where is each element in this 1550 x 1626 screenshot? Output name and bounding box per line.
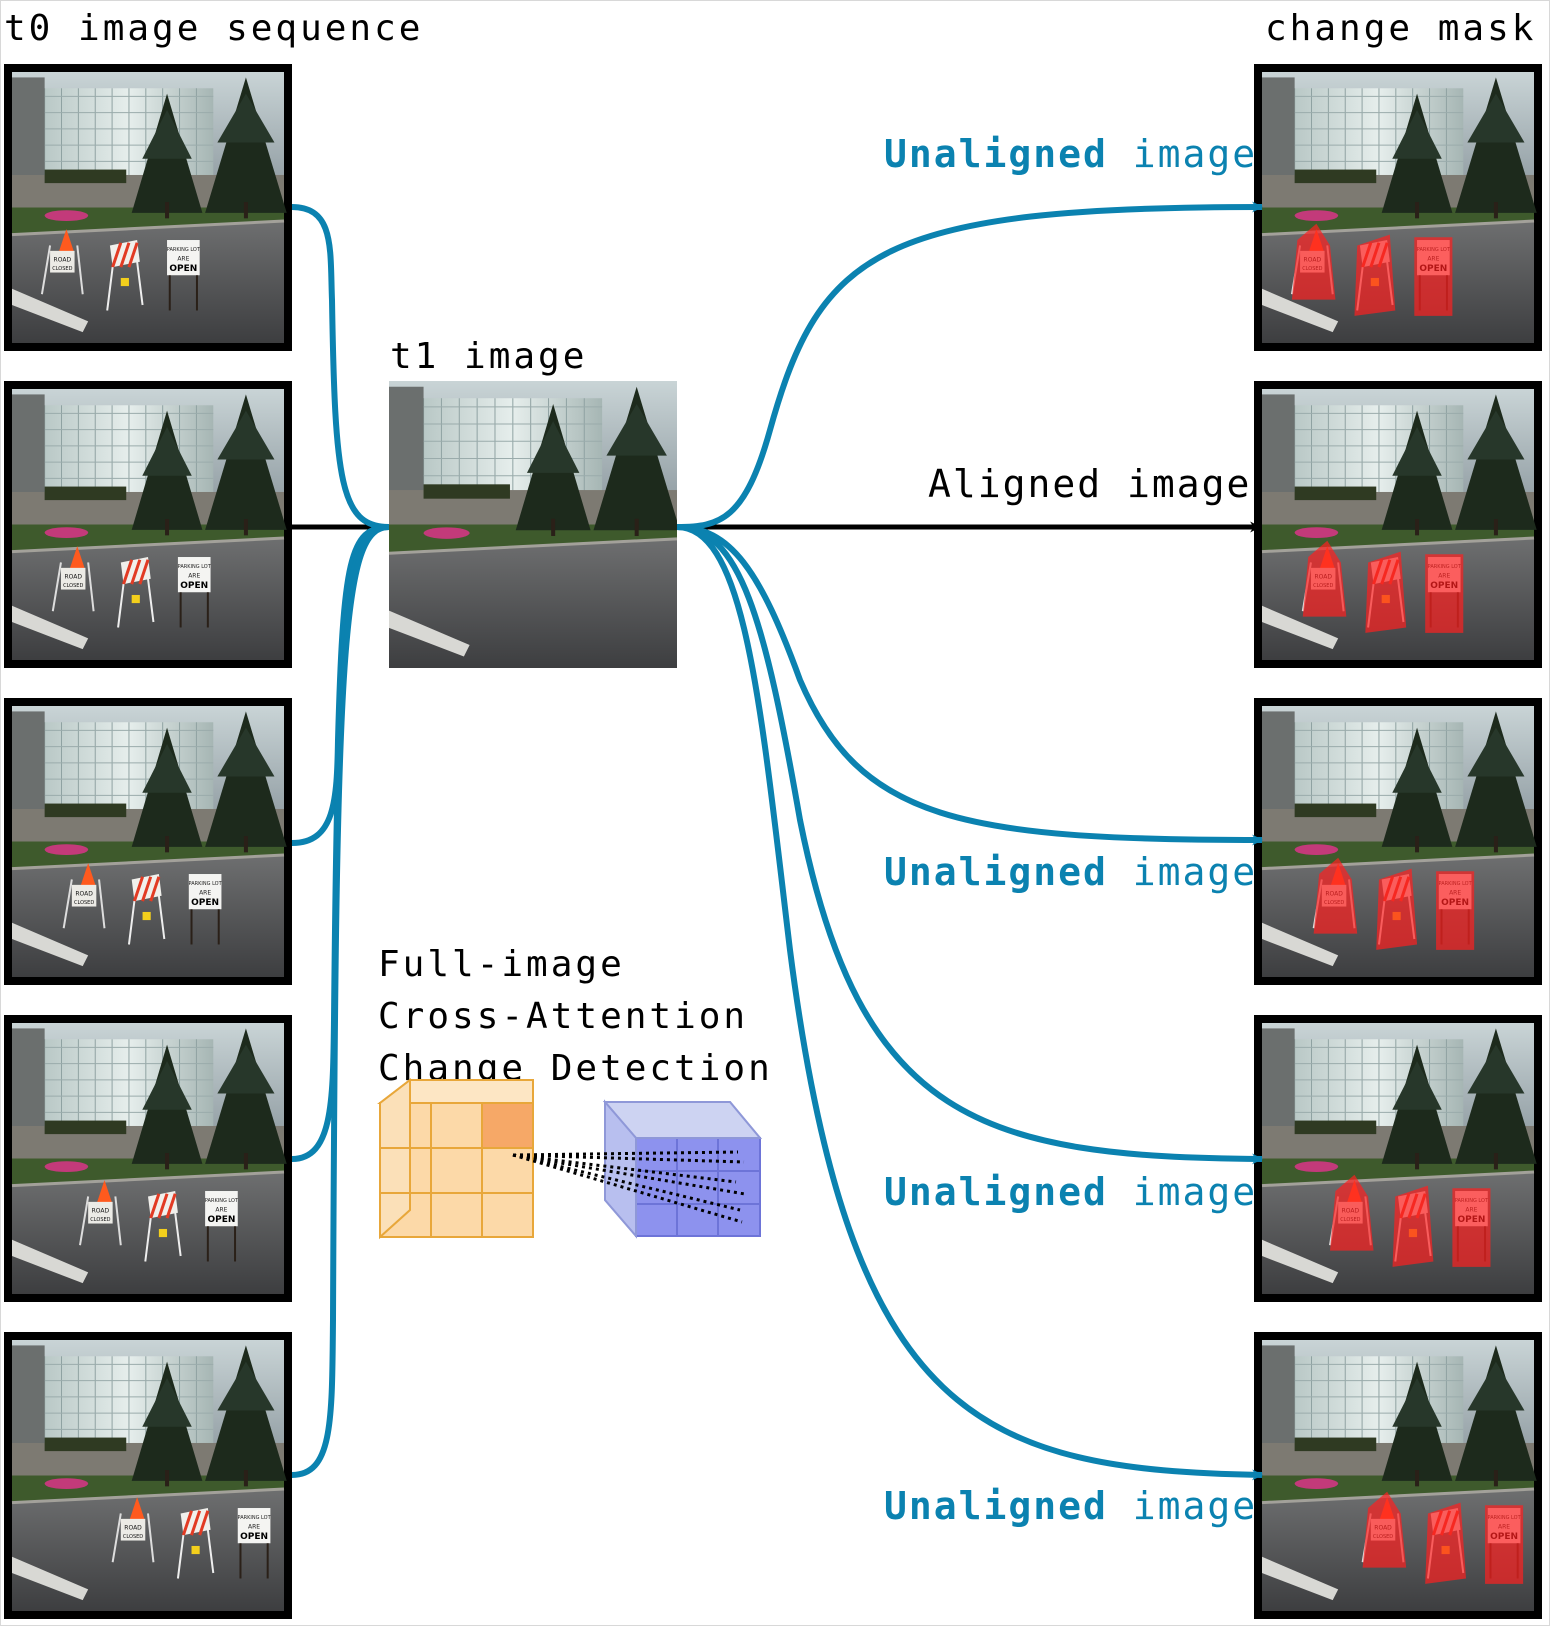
change-mask-overlay (1330, 1174, 1491, 1267)
svg-text:OPEN: OPEN (207, 1215, 235, 1225)
change-mask-overlay (1313, 857, 1475, 950)
svg-text:ROAD: ROAD (54, 257, 72, 264)
svg-text:PARKING LOT: PARKING LOT (238, 1515, 272, 1521)
t0-connector-0 (291, 204, 390, 530)
method-label-line1: Full-image (378, 944, 625, 985)
attention-line-2 (512, 1153, 737, 1184)
method-label-line2: Cross-Attention (378, 996, 749, 1037)
svg-text:CLOSED: CLOSED (63, 583, 83, 589)
svg-text:OPEN: OPEN (191, 898, 219, 908)
unaligned-edge-arrow-2 (676, 524, 1264, 846)
photo-thumbnails: ROAD CLOSED PARKING LOT ARE OPEN ROAD CLOSED PA… (4, 64, 1542, 1619)
t1-image (389, 381, 677, 668)
attention-line-3 (512, 1153, 746, 1196)
svg-text:ARE: ARE (215, 1206, 227, 1213)
t1-image-label: t1 image (390, 336, 588, 377)
svg-text:CLOSED: CLOSED (74, 900, 94, 906)
change-mask-overlay (1302, 540, 1464, 633)
unaligned-edge-arrow-3 (676, 524, 1264, 1165)
connectors (291, 201, 1264, 1481)
attention-line-5 (512, 1153, 743, 1224)
svg-text:CLOSED: CLOSED (52, 266, 72, 272)
change-mask-overlay (1362, 1491, 1524, 1584)
svg-text:CLOSED: CLOSED (123, 1534, 143, 1540)
edge-label-aligned: Aligned image (928, 462, 1252, 506)
svg-text:ROAD: ROAD (92, 1208, 110, 1215)
svg-text:OPEN: OPEN (180, 581, 208, 591)
cube-grids (377, 1077, 763, 1240)
svg-text:PARKING LOT: PARKING LOT (189, 881, 223, 887)
svg-text:ROAD: ROAD (124, 1525, 142, 1532)
unaligned-edge-arrow-4 (676, 524, 1264, 1481)
edge-label-2: Unaligned image (884, 850, 1258, 894)
svg-text:PARKING LOT: PARKING LOT (178, 564, 212, 570)
svg-text:ARE: ARE (177, 255, 189, 262)
attention-line-0 (512, 1150, 739, 1157)
svg-text:ROAD: ROAD (75, 891, 93, 898)
t0-image-4: ROAD CLOSED PARKING LOT ARE OPEN (4, 1332, 292, 1619)
t0-image-0: ROAD CLOSED PARKING LOT ARE OPEN (4, 64, 292, 351)
edge-label-4: Unaligned image (884, 1484, 1258, 1528)
change-mask-label: change mask (1265, 8, 1537, 49)
t0-image-2: ROAD CLOSED PARKING LOT ARE OPEN (4, 698, 292, 985)
svg-text:OPEN: OPEN (240, 1532, 268, 1542)
t0-image-3: ROAD CLOSED PARKING LOT ARE OPEN (4, 1015, 292, 1302)
svg-text:PARKING LOT: PARKING LOT (205, 1198, 239, 1204)
edge-label-0: Unaligned image (884, 132, 1258, 176)
unaligned-edge-arrow-0 (676, 201, 1264, 530)
t0-image-1: ROAD CLOSED PARKING LOT ARE OPEN (4, 381, 292, 668)
t0-connector-4 (291, 524, 390, 1478)
t0-sequence-label: t0 image sequence (4, 8, 424, 49)
edge-label-3: Unaligned image (884, 1170, 1258, 1214)
svg-text:ARE: ARE (248, 1523, 260, 1530)
svg-text:OPEN: OPEN (169, 264, 197, 274)
svg-text:CLOSED: CLOSED (90, 1217, 110, 1223)
attention-lines-icon (512, 1150, 746, 1224)
svg-text:PARKING LOT: PARKING LOT (167, 247, 201, 253)
svg-text:ROAD: ROAD (64, 574, 82, 581)
change-mask-overlay (1291, 223, 1453, 316)
svg-text:ARE: ARE (199, 889, 211, 896)
svg-text:ARE: ARE (188, 572, 200, 579)
